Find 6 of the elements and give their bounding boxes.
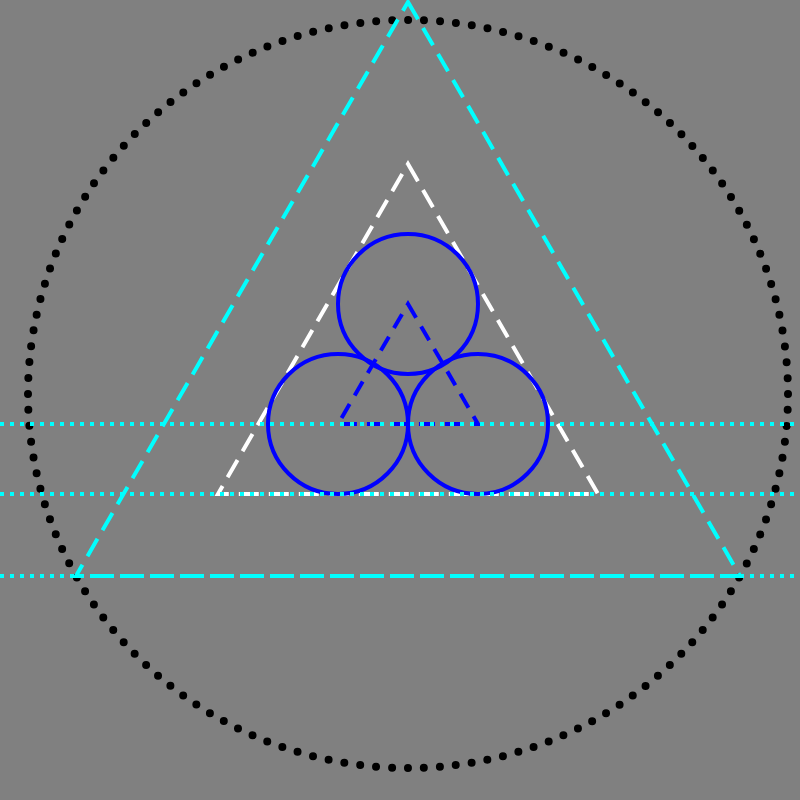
dashed-triangle	[218, 164, 598, 494]
dashed-triangle	[338, 304, 478, 424]
circle-outline	[408, 354, 548, 494]
circle-outline	[268, 354, 408, 494]
circle-outline	[338, 234, 478, 374]
dashed-triangle	[76, 2, 740, 576]
